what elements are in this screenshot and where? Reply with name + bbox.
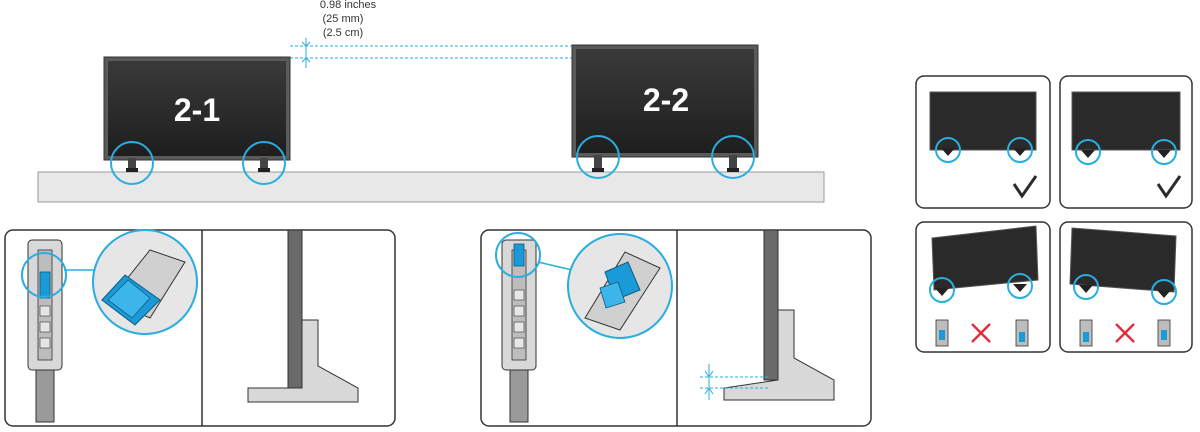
foot-highlight-left — [110, 141, 154, 185]
foot-highlight-right — [711, 135, 755, 179]
tv-2-1: 2-1 — [103, 56, 291, 185]
stand-detail-panel-2-2 — [480, 229, 872, 427]
height-dimension-lines — [290, 38, 572, 68]
foot-highlight-right — [242, 141, 286, 185]
top-scene: 0.98 inches (25 mm) (2.5 cm) 2-1 — [37, 0, 825, 203]
incorrect-example-1 — [915, 221, 1051, 353]
status-grid — [915, 75, 1193, 353]
correct-example-1 — [915, 75, 1051, 209]
stand-column — [21, 239, 96, 423]
clip-highlight — [495, 232, 541, 278]
gap-dimension-lines — [700, 364, 770, 400]
clip-zoom-view — [92, 229, 198, 335]
clip-highlight — [21, 252, 67, 298]
clip-zoom-view — [567, 233, 673, 339]
foot-highlight-left — [576, 135, 620, 179]
stand-column — [495, 232, 573, 423]
stand-detail-panel-2-1 — [4, 229, 396, 427]
tv-2-1-label: 2-1 — [174, 92, 220, 128]
incorrect-example-2 — [1059, 221, 1193, 353]
cross-mark-icon — [971, 323, 991, 343]
check-mark-icon — [1156, 175, 1182, 199]
measurement-mm: (25 mm) — [323, 13, 364, 25]
stand-side-profile — [247, 229, 359, 403]
tv-2-2: 2-2 — [571, 44, 759, 179]
correct-example-2 — [1059, 75, 1193, 209]
tv-2-2-label: 2-2 — [643, 82, 689, 118]
measurement-inches: 0.98 inches — [320, 0, 377, 11]
measurement-cm: (2.5 cm) — [323, 27, 363, 39]
tv-shelf — [37, 171, 825, 203]
stand-side-profile — [700, 229, 835, 401]
cross-mark-icon — [1115, 323, 1135, 343]
check-mark-icon — [1012, 175, 1038, 199]
